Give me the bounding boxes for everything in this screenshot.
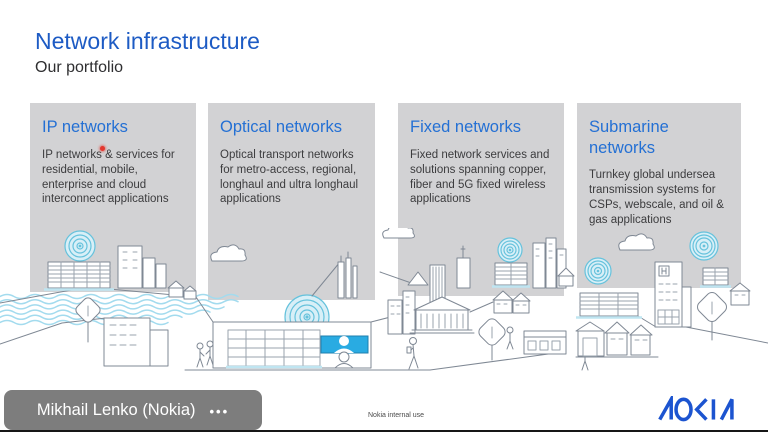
house [493,291,530,313]
hospital-building [655,262,691,327]
datacenter-building [492,263,530,287]
panel-submarine-networks: Submarine networks Turnkey global unders… [577,103,741,288]
panel-fixed-networks: Fixed networks Fixed network services an… [398,103,564,296]
panel-optical-networks: Optical networks Optical transport netwo… [208,103,375,300]
cloud-icon [211,228,655,261]
panel-heading: Optical networks [220,118,342,136]
storefront [524,331,566,354]
screen-bottom-edge [0,430,768,432]
building [533,238,574,288]
nokia-logo [658,396,734,422]
signal-icon [65,231,95,261]
panel-body: IP networks & services for residential, … [42,148,175,206]
signal-icon [498,238,522,262]
panel-ip-networks: IP networks IP networks & services for r… [30,103,196,292]
cityscape-illustration [0,228,768,392]
participant-name: Mikhail Lenko (Nokia) [36,400,196,419]
participant-nametag[interactable]: Mikhail Lenko (Nokia) ••• [4,390,262,430]
building [118,246,166,288]
classical-building [410,297,474,333]
page-title: Network infrastructure [35,28,260,54]
signal-icon [690,232,718,260]
confidentiality-note: Nokia internal use [368,412,425,419]
page-subtitle: Our portfolio [35,59,124,76]
signal-icon [585,258,611,284]
panel-heading: Fixed networks [410,118,521,136]
laser-pointer-dot [100,146,105,151]
tree-icon [695,290,729,340]
house [576,322,652,356]
panel-heading: Submarine networks [589,118,669,157]
people-icons [197,341,213,367]
building [104,318,168,366]
datacenter-building [44,262,114,290]
tree-icon [74,296,102,342]
warehouse-building [213,322,371,368]
factory-icon [312,252,357,298]
tree-icon [476,316,507,360]
house [730,283,750,305]
panel-body: Turnkey global undersea transmission sys… [589,169,724,227]
panel-heading: IP networks [42,118,128,136]
person-icon [335,352,353,368]
more-options-button[interactable]: ••• [209,403,230,419]
panel-body: Fixed network services and solutions spa… [410,148,550,206]
panel-body: Optical transport networks for metro-acc… [220,148,359,206]
house [168,281,196,299]
datacenter-building [576,268,731,318]
